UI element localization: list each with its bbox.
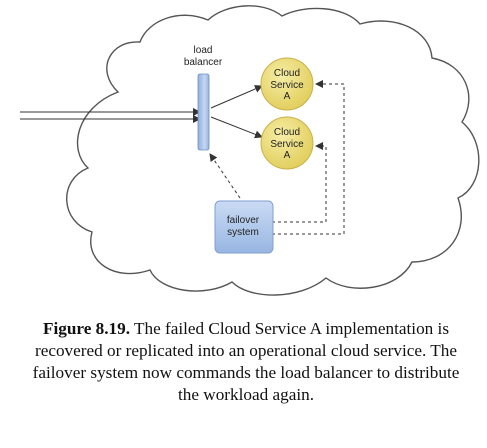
cloud-service-1-line2: Service — [270, 79, 304, 91]
figure-caption: Figure 8.19. The failed Cloud Service A … — [28, 318, 464, 406]
cloud-service-1-line3: A — [283, 91, 291, 102]
failover-system-box — [214, 200, 274, 254]
load-balancer-label: load balancer — [178, 45, 228, 68]
cloud-service-2-line2: Service — [270, 138, 304, 150]
failover-system-label: failover system — [214, 215, 272, 238]
load-balancer-bar — [197, 73, 210, 151]
route-arrow-service-1 — [210, 85, 263, 109]
cloud-service-1 — [260, 57, 314, 111]
failover-to-balancer-arrow — [209, 153, 241, 199]
cloud-service-2 — [260, 116, 314, 170]
figure-caption-text: The failed Cloud Service A implementatio… — [32, 319, 460, 404]
cloud-service-1-label: Cloud Service A — [262, 68, 312, 103]
failover-system-label-line1: failover — [226, 215, 260, 226]
cloud-diagram — [20, 5, 480, 296]
figure-number: Figure 8.19. — [42, 319, 130, 338]
failover-to-service-2-line — [272, 142, 327, 223]
cloud-service-2-line1: Cloud — [273, 127, 301, 138]
cloud-service-2-line3: A — [283, 150, 291, 161]
load-balancer-label-line2: balancer — [183, 56, 223, 68]
load-balancer-label-line1: load — [193, 45, 213, 56]
route-arrow-service-2 — [210, 116, 263, 139]
cloud-service-2-label: Cloud Service A — [262, 127, 312, 162]
failover-to-service-1-line — [272, 80, 345, 235]
failover-system-label-line2: system — [227, 226, 259, 238]
cloud-service-1-line1: Cloud — [273, 68, 301, 79]
